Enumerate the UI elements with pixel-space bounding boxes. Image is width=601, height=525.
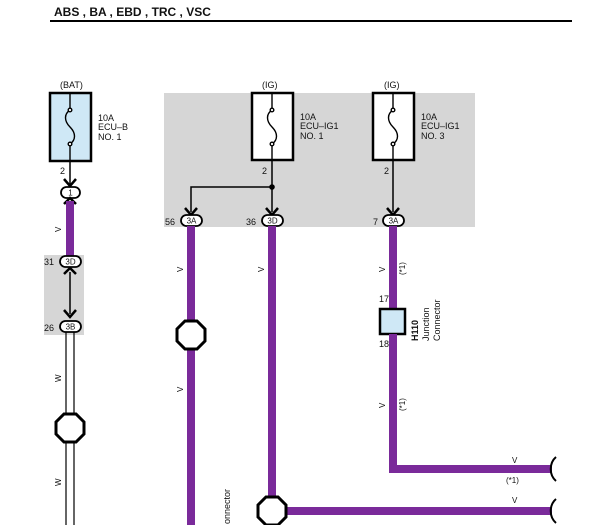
wire-black [190, 186, 272, 212]
fuse-icon [387, 93, 399, 160]
wire-continuation-icon [549, 498, 557, 524]
connector-1-id: 1 [68, 189, 73, 198]
connector-4-pin: 56 [165, 217, 175, 227]
connector-6-id: 3A [389, 217, 399, 226]
note-n3: (*1) [506, 476, 519, 485]
wire-label-w5: V [176, 386, 185, 392]
connector-chevron-icon [63, 178, 77, 188]
partial-connector-label: onnector [222, 489, 232, 524]
junction-connector-h110 [378, 307, 407, 336]
connector-2-id: 3D [65, 258, 75, 267]
splice-dot [269, 184, 275, 190]
connector-chevron-icon [63, 266, 77, 275]
wire-label-w3: W [54, 478, 63, 486]
fuse-2-name: ECU–IG1 [300, 121, 339, 131]
fuse-2-pin: 2 [262, 166, 267, 176]
splice-octagon [256, 495, 288, 525]
wire-label-w2: W [54, 374, 63, 382]
fuse-icon [64, 93, 76, 161]
wire-label-w4: V [176, 266, 185, 272]
connector-chevron-icon [63, 309, 77, 319]
wire-violet [389, 334, 552, 473]
connector-5-id: 3D [267, 217, 277, 226]
splice-octagon [175, 319, 207, 351]
connector-3-pin: 26 [44, 323, 54, 333]
junction-code: H110 [410, 320, 420, 341]
wire-label-w9: V [512, 456, 518, 465]
fuse-2-rating: 10A [300, 112, 316, 122]
junction-name: Junction [421, 307, 431, 341]
shaded-block-ig [164, 93, 475, 227]
fuse-1-no: NO. 1 [98, 132, 122, 142]
note-n2: (*1) [398, 398, 407, 411]
fuse-3-no: NO. 3 [421, 131, 445, 141]
fuse-3-name: ECU–IG1 [421, 121, 460, 131]
connector-4-id: 3A [187, 217, 197, 226]
fuse-1-rating: 10A [98, 113, 114, 123]
junction-name-2: Connector [432, 299, 442, 341]
note-n1: (*1) [398, 262, 407, 275]
wire-label-w8: V [378, 402, 387, 408]
junction-pin-out: 18 [379, 339, 389, 349]
fuse-2-no: NO. 1 [300, 131, 324, 141]
fuse-1-pin: 2 [60, 166, 65, 176]
wire-continuation-icon [549, 456, 557, 482]
connector-3 [59, 320, 82, 333]
fuse-3-supply: (IG) [384, 80, 400, 90]
fuse-2-supply: (IG) [262, 80, 278, 90]
fuse-1-name: ECU–B [98, 122, 128, 132]
connector-5-pin: 36 [246, 217, 256, 227]
connector-6-pin: 7 [373, 217, 378, 227]
wire-label-w7: V [378, 266, 387, 272]
fuse-3-rating: 10A [421, 112, 437, 122]
fuse-icon [266, 93, 278, 160]
junction-pin-in: 17 [379, 294, 389, 304]
page-title: ABS , BA , EBD , TRC , VSC [54, 5, 211, 19]
fuse-1-supply: (BAT) [60, 80, 83, 90]
wire-label-w6: V [257, 266, 266, 272]
wire-label-w10: V [512, 496, 518, 505]
fuse-3-pin: 2 [384, 166, 389, 176]
wire-label-w1: V [54, 226, 63, 232]
connector-2-pin: 31 [44, 257, 54, 267]
connector-3-id: 3B [66, 323, 76, 332]
splice-octagon [54, 412, 86, 444]
